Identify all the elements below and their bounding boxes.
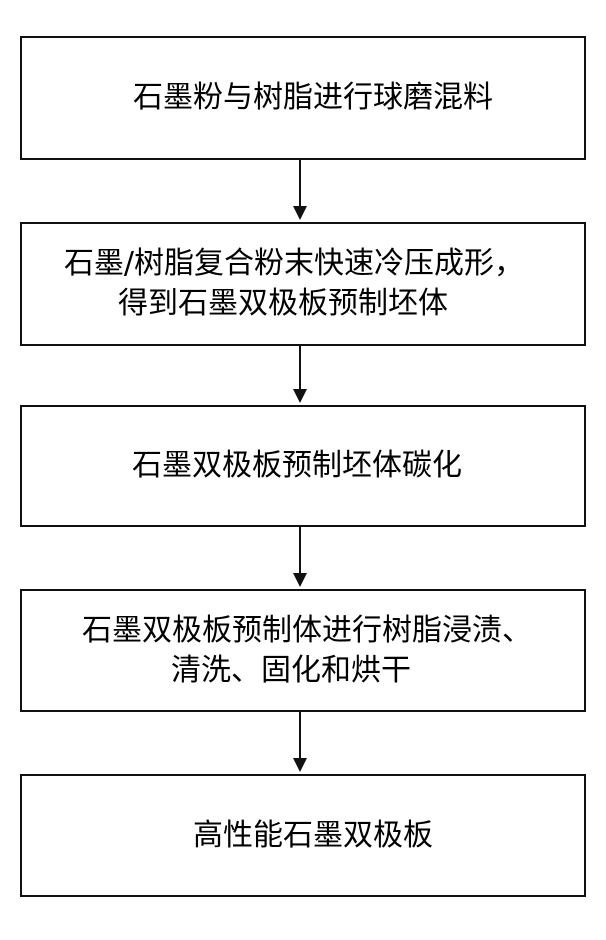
- arrow-1: [293, 160, 307, 220]
- step-box-final-product: 高性能石墨双极板: [20, 774, 586, 897]
- arrow-2: [293, 346, 307, 403]
- step-5-text: 高性能石墨双极板: [193, 816, 433, 856]
- step-3-text: 石墨双极板预制坯体碳化: [132, 446, 462, 486]
- step-box-impregnation: 石墨双极板预制体进行树脂浸渍、 清洗、固化和烘干: [20, 589, 586, 712]
- arrow-4: [293, 712, 307, 772]
- step-box-ball-milling: 石墨粉与树脂进行球磨混料: [20, 36, 586, 160]
- step-box-carbonization: 石墨双极板预制坯体碳化: [20, 405, 586, 527]
- step-box-cold-pressing: 石墨/树脂复合粉末快速冷压成形， 得到石墨双极板预制坯体: [20, 222, 586, 346]
- step-4-text-line-2: 清洗、固化和烘干: [171, 651, 411, 691]
- step-4-text-line-1: 石墨双极板预制体进行树脂浸渍、: [82, 611, 532, 651]
- step-2-text-line-1: 石墨/树脂复合粉末快速冷压成形，: [64, 244, 524, 284]
- step-1-text: 石墨粉与树脂进行球磨混料: [133, 78, 493, 118]
- arrow-3: [293, 527, 307, 587]
- step-2-text-line-2: 得到石墨双极板预制坯体: [118, 284, 448, 324]
